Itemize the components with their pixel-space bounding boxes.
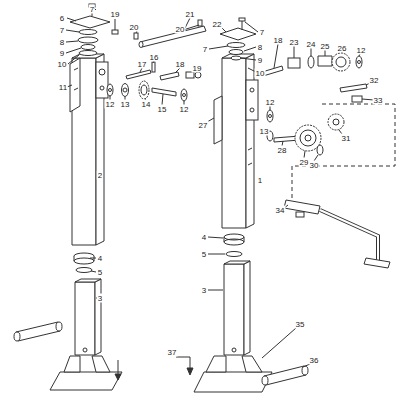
- callout-number: 12: [265, 98, 276, 107]
- callout-number: 20: [175, 25, 186, 34]
- callout-number: 8: [257, 43, 263, 52]
- callout-number: 23: [289, 38, 300, 47]
- callout-number: 4: [201, 233, 207, 242]
- callout-number: 19: [110, 10, 121, 19]
- callout-number: 9: [59, 49, 65, 58]
- callout-number: 7: [59, 26, 65, 35]
- callout-number: 18: [175, 60, 186, 69]
- callout-number: 20: [129, 23, 140, 32]
- callout-number: 10: [255, 69, 266, 78]
- callout-number: 1: [257, 176, 263, 185]
- callout-number: 30: [309, 161, 320, 170]
- callout-number: 13: [259, 127, 270, 136]
- callout-number: 33: [373, 96, 384, 105]
- callout-number: 34: [275, 206, 286, 215]
- callout-number: 9: [257, 56, 263, 65]
- callout-number: 2: [97, 171, 103, 180]
- callout-number: 18: [273, 36, 284, 45]
- callout-number: 19: [192, 64, 203, 73]
- callout-number: 7: [259, 28, 265, 37]
- callout-number: 24: [306, 40, 317, 49]
- callout-number: 22: [212, 20, 223, 29]
- callout-number: 3: [97, 294, 103, 303]
- callout-number: 8: [59, 38, 65, 47]
- callout-number: 14: [141, 100, 152, 109]
- callout-number: 28: [277, 146, 288, 155]
- callout-number: 10: [57, 60, 68, 69]
- callout-number: 13: [120, 100, 131, 109]
- callout-number: 6: [59, 14, 65, 23]
- callout-number: 15: [157, 105, 168, 114]
- callout-number: 25: [320, 42, 331, 51]
- callout-number: 36: [309, 356, 320, 365]
- callout-number: 31: [341, 134, 352, 143]
- callout-number: 17: [137, 60, 148, 69]
- callout-number: 21: [185, 10, 196, 19]
- callout-number: 12: [105, 100, 116, 109]
- callout-number: 7: [202, 45, 208, 54]
- callout-number: 32: [369, 76, 380, 85]
- callout-number: 26: [337, 44, 348, 53]
- callout-number: 12: [356, 46, 367, 55]
- callout-number: 3: [201, 286, 207, 295]
- callout-number: 4: [97, 254, 103, 263]
- callout-number: 7: [89, 5, 95, 14]
- callout-number: 37: [167, 348, 178, 357]
- callout-number: 11: [58, 83, 68, 92]
- callout-number: 27: [198, 121, 209, 130]
- callout-number: 35: [295, 320, 306, 329]
- callout-number: 5: [97, 268, 103, 277]
- callout-number: 12: [179, 105, 190, 114]
- callout-number: 16: [149, 53, 160, 62]
- callout-number: 5: [201, 250, 207, 259]
